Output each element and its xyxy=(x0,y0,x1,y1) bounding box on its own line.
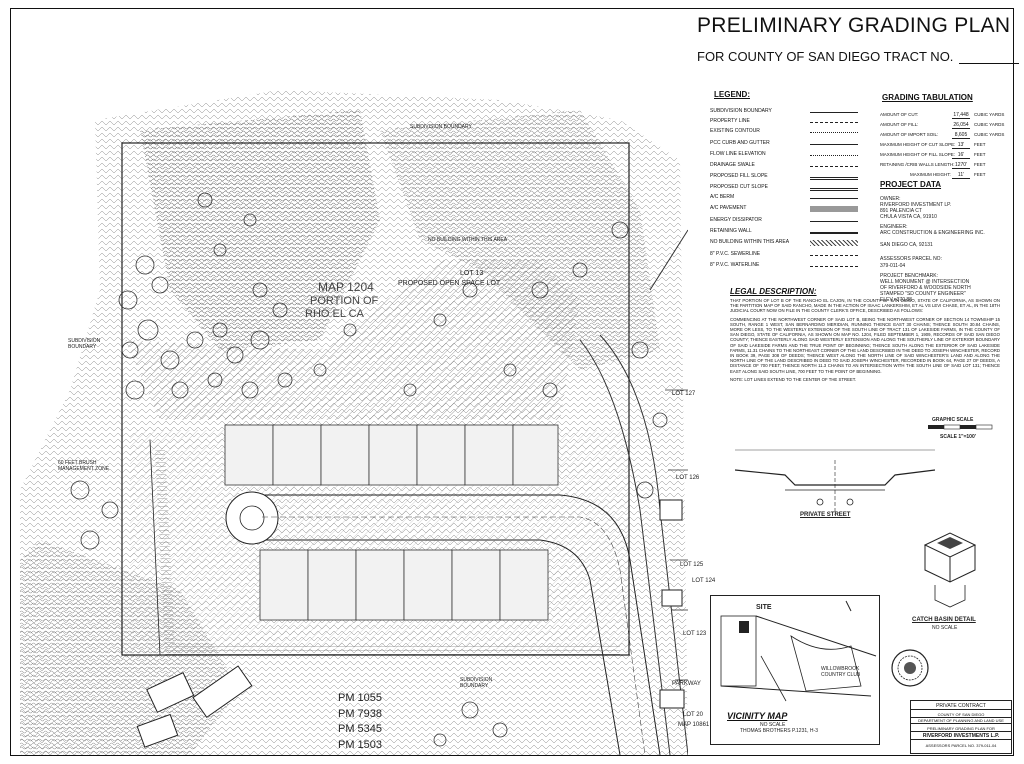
label-rho-el-cajon: RHO EL CA xyxy=(305,308,364,320)
engineer-line: ARC CONSTRUCTION & ENGINEERING INC. xyxy=(880,230,985,236)
label-brush-zone: 60 FEET BRUSH MANAGEMENT ZONE xyxy=(58,460,110,472)
label-lot-13: LOT 13 xyxy=(460,270,484,277)
title-block-row: RIVERFORD INVESTMENTS L.P. xyxy=(911,733,1011,740)
legend-item: EXISTING CONTOUR xyxy=(710,128,870,137)
vicinity-map-title: VICINITY MAP xyxy=(727,711,788,721)
vicinity-thomas: THOMAS BROTHERS P.1231, H-3 xyxy=(740,728,818,734)
label-lot-20: LOT 20 xyxy=(683,712,703,718)
legend-item: DRAINAGE SWALE xyxy=(710,162,870,171)
catch-basin-drawing xyxy=(923,532,977,608)
private-street-title: PRIVATE STREET xyxy=(800,512,851,518)
catch-basin-no-scale: NO SCALE xyxy=(932,625,958,631)
graphic-scale-value: SCALE 1"=100' xyxy=(940,434,976,440)
owner-label: OWNER: xyxy=(880,196,901,202)
vicinity-no-scale: NO SCALE xyxy=(760,722,786,728)
owner-line: 891 PALENCIA CT xyxy=(880,208,922,214)
legend-heading: LEGEND: xyxy=(714,90,750,99)
legend-item: A/C BERM xyxy=(710,194,870,203)
legend-item: RETAINING WALL xyxy=(710,228,870,237)
graphic-scale-label: GRAPHIC SCALE xyxy=(932,417,974,423)
benchmark-line: OF RIVERFORD & WOODSIDE NORTH xyxy=(880,285,971,291)
title-block-row: COUNTY OF SAN DIEGO xyxy=(911,712,1011,718)
legend-item: 8" P.V.C. WATERLINE xyxy=(710,262,870,271)
label-open-space-lot: PROPOSED OPEN SPACE LOT xyxy=(398,280,501,287)
title-block: PRIVATE CONTRACT COUNTY OF SAN DIEGO DEP… xyxy=(910,700,1012,754)
grading-row: MAXIMUM HEIGHT:11'FEET xyxy=(910,172,986,179)
label-pm-1055: PM 1055 xyxy=(338,692,383,704)
label-lot-127: LOT 127 xyxy=(672,391,696,397)
grading-heading: GRADING TABULATION xyxy=(882,93,973,102)
parcel-number: 379-011-04 xyxy=(880,263,906,269)
sheet-border xyxy=(10,8,1014,756)
title-block-row: PRIVATE CONTRACT xyxy=(911,703,1011,710)
site-plan-drawing xyxy=(20,90,688,755)
legal-paragraph: COMMENCING AT THE NORTHWEST CORNER OF SA… xyxy=(730,316,1000,374)
label-pm-5345: PM 5345 xyxy=(338,723,383,735)
legend-item: PROPOSED FILL SLOPE xyxy=(710,173,870,182)
label-subdivision-boundary-left: SUBDIVISION BOUNDARY xyxy=(68,338,101,350)
label-subdivision-boundary-bottom: SUBDIVISION BOUNDARY xyxy=(460,677,493,689)
grading-row: RETAINING /CRIB WALLS LENGTH:1270'FEET xyxy=(880,162,986,169)
page-title: PRELIMINARY GRADING PLAN xyxy=(697,14,1011,37)
legend-item: SUBDIVISION BOUNDARY xyxy=(710,108,870,117)
title-block-row: DEPARTMENT OF PLANNING AND LAND USE xyxy=(911,718,1011,724)
legend-item: 8" P.V.C. SEWERLINE xyxy=(710,251,870,260)
legend-item: PCC CURB AND GUTTER xyxy=(710,140,870,149)
label-lot-124: LOT 124 xyxy=(692,578,716,584)
label-lot-125: LOT 125 xyxy=(680,562,704,568)
legend-item: PROPOSED CUT SLOPE xyxy=(710,184,870,193)
label-lot-123: LOT 123 xyxy=(683,631,707,637)
vicinity-map-drawing xyxy=(720,600,877,702)
label-subdivision-boundary-top: SUBDIVISION BOUNDARY xyxy=(410,124,472,130)
legend-panel: LEGEND: SUBDIVISION BOUNDARY PROPERTY LI… xyxy=(710,90,870,275)
label-lot-126: LOT 126 xyxy=(676,475,700,481)
project-data-heading: PROJECT DATA xyxy=(880,180,942,189)
benchmark-line: STAMPED "SD COUNTY ENGINEER" xyxy=(880,291,966,297)
label-portion-of: PORTION OF xyxy=(310,295,379,307)
vicinity-map-box: SITE WILLOWBROOK COUNTRY CLUB xyxy=(710,595,880,745)
legend-item: FLOW LINE ELEVATION xyxy=(710,151,870,160)
grading-row: MAXIMUM HEIGHT OF CUT SLOPE:13'FEET xyxy=(880,142,986,149)
owner-line: CHULA VISTA CA, 91910 xyxy=(880,214,937,220)
title-block-row: PRELIMINARY GRADING PLAN FOR xyxy=(911,726,1011,732)
vicinity-club-label: WILLOWBROOK COUNTRY CLUB xyxy=(821,666,861,678)
label-pm-1503: PM 1503 xyxy=(338,739,383,751)
benchmark-line: WELL MONUMENT @ INTERSECTION xyxy=(880,279,970,285)
owner-line: RIVERFORD INVESTMENT LP. xyxy=(880,202,952,208)
label-no-building: NO BUILDING WITHIN THIS AREA xyxy=(428,237,508,243)
label-map-1204: MAP 1204 xyxy=(318,280,374,294)
engineer-line: SAN DIEGO CA, 92131 xyxy=(880,242,933,248)
vicinity-site-label: SITE xyxy=(756,604,772,611)
benchmark-label: PROJECT BENCHMARK: xyxy=(880,273,938,279)
subtitle-text: FOR COUNTY OF SAN DIEGO TRACT NO. xyxy=(697,49,954,64)
graphic-scale-bar xyxy=(928,424,993,430)
legend-item: A/C PAVEMENT xyxy=(710,205,870,214)
county-seal-icon xyxy=(891,649,929,687)
page-subtitle: FOR COUNTY OF SAN DIEGO TRACT NO. xyxy=(697,49,1020,64)
grading-row: MAXIMUM HEIGHT OF FILL SLOPE:16'FEET xyxy=(880,152,986,159)
label-pm-7938: PM 7938 xyxy=(338,708,383,720)
label-parkway: PARKWAY xyxy=(672,681,701,687)
label-map-10861: MAP 10861 xyxy=(678,722,710,728)
legal-heading: LEGAL DESCRIPTION: xyxy=(730,287,817,296)
tract-number-blank xyxy=(959,51,1020,64)
legend-item: PROPERTY LINE xyxy=(710,118,870,127)
legend-item: NO BUILDING WITHIN THIS AREA xyxy=(710,239,870,248)
legal-description-panel: LEGAL DESCRIPTION: THAT PORTION OF LOT B… xyxy=(730,287,1000,385)
catch-basin-title: CATCH BASIN DETAIL xyxy=(912,617,976,623)
legal-note: NOTE: LOT LINES EXTEND TO THE CENTER OF … xyxy=(730,376,857,382)
private-street-section xyxy=(735,449,935,515)
benchmark-line: ELEV.=370.88 xyxy=(880,297,912,303)
legal-paragraph: THAT PORTION OF LOT B OF THE RANCHO EL C… xyxy=(730,298,1000,314)
parcel-label: ASSESSORS PARCEL NO: xyxy=(880,256,942,262)
engineer-label: ENGINEER: xyxy=(880,224,908,230)
title-block-row: ASSESSORS PARCEL NO. 379-011-04 xyxy=(925,743,997,748)
legend-item: ENERGY DISSIPATOR xyxy=(710,217,870,226)
